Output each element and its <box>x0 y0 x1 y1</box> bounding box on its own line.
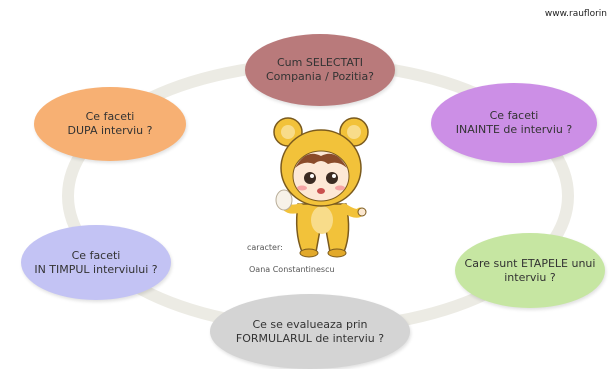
node-line: FORMULARUL de interviu ? <box>235 331 385 345</box>
character-caption-author: Oana Constantinescu <box>249 265 335 274</box>
node-line: Care sunt ETAPELE unui <box>464 256 596 270</box>
left-eye <box>304 172 316 184</box>
hair-fringe <box>295 153 347 168</box>
node-line: DUPA interviu ? <box>67 124 153 137</box>
node-select-company[interactable]: Cum SELECTATI Compania / Pozitia? <box>245 34 395 106</box>
right-foot <box>327 248 347 258</box>
right-eye-shine <box>332 174 336 178</box>
right-eye <box>326 172 338 184</box>
node-line: Compania / Pozitia? <box>265 70 375 83</box>
node-line: Ce se evalueaza prin <box>252 317 368 331</box>
mouth <box>317 188 325 194</box>
character-caption-label: caracter: <box>247 243 283 252</box>
node-line: Ce faceti <box>489 109 539 122</box>
right-blush <box>335 185 345 191</box>
node-line: Cum SELECTATI <box>276 56 364 69</box>
belly-patch <box>311 206 333 234</box>
node-line: IN TIMPUL interviului ? <box>34 262 158 276</box>
site-watermark: www.rauflorin <box>544 9 607 19</box>
node-interview-stages[interactable]: Care sunt ETAPELE unui interviu ? <box>455 233 605 308</box>
left-foot <box>299 248 319 258</box>
node-interview-form[interactable]: Ce se evalueaza prin FORMULARUL de inter… <box>210 294 410 369</box>
left-ear-inner <box>281 125 295 139</box>
held-egg <box>275 189 293 211</box>
node-after-interview[interactable]: Ce faceti DUPA interviu ? <box>34 87 186 161</box>
node-during-interview[interactable]: Ce faceti IN TIMPUL interviului ? <box>21 225 171 300</box>
node-line: interviu ? <box>504 270 556 284</box>
character-ears <box>273 117 369 147</box>
right-ear-inner <box>347 125 361 139</box>
node-line: INAINTE de interviu ? <box>455 123 573 136</box>
right-paw <box>357 207 367 217</box>
character-body <box>275 189 367 258</box>
face <box>292 150 350 202</box>
left-blush <box>297 185 307 191</box>
bear-costume-character <box>273 117 369 258</box>
left-eye-shine <box>310 174 314 178</box>
character-head <box>280 129 362 207</box>
node-line: Ce faceti <box>85 110 135 123</box>
node-before-interview[interactable]: Ce faceti INAINTE de interviu ? <box>431 83 597 163</box>
node-line: Ce faceti <box>71 248 121 262</box>
